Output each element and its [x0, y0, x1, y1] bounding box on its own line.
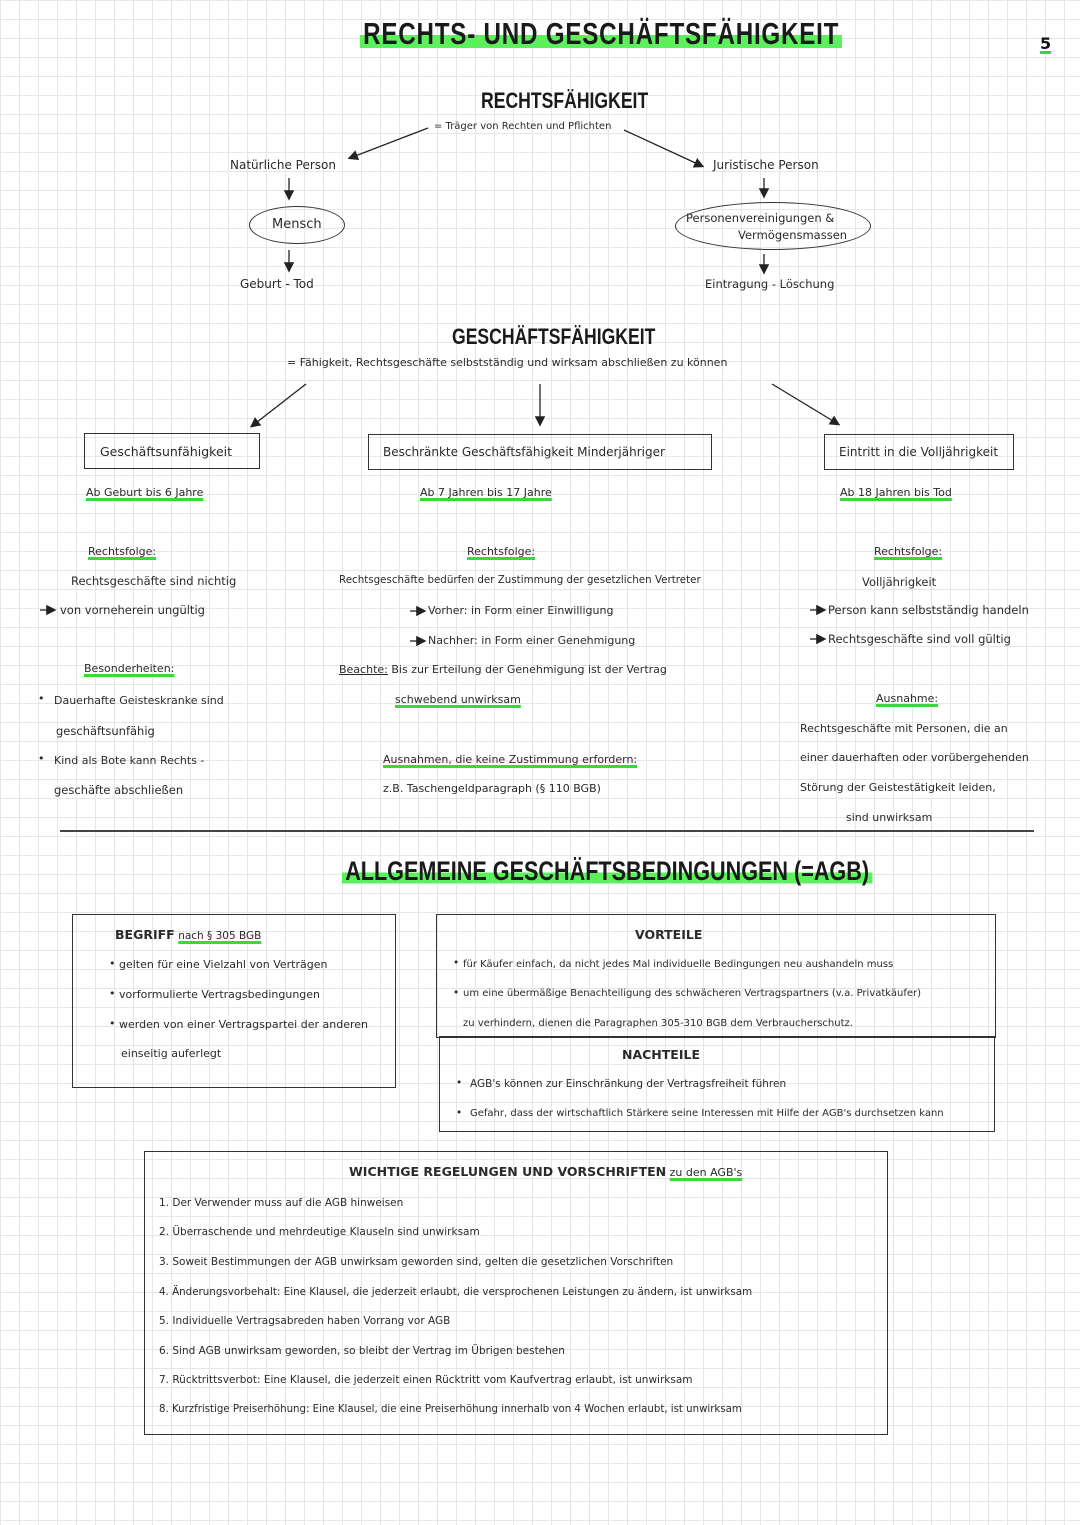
age-volljaehrig: Ab 18 Jahren bis Tod	[840, 486, 952, 499]
col3-ausnahme-line-3: Störung der Geistestätigkeit leiden,	[800, 781, 996, 794]
arrow-to-geschaeftsunfaehigkeit	[249, 383, 307, 428]
col1-rf-line-1: Rechtsgeschäfte sind nichtig	[71, 574, 237, 588]
arrow-to-volljaehrigkeit	[771, 383, 841, 426]
arrow-to-natuerliche-person	[347, 127, 429, 161]
col3-rechtsfolge-label: Rechtsfolge:	[874, 545, 943, 558]
rechtsfaehigkeit-definition: = Träger von Rechten und Pflichten	[434, 121, 612, 132]
agb-heading-text: ALLGEMEINE GESCHÄFTSBEDINGUNGEN (=AGB)	[342, 856, 873, 886]
col2-beachte-text: Bis zur Erteilung der Genehmigung ist de…	[391, 663, 667, 676]
regel-item-5: 5. Individuelle Vertragsabreden haben Vo…	[159, 1315, 451, 1327]
personenvereinigungen-ellipse	[675, 202, 871, 250]
natuerliche-person-label: Natürliche Person	[230, 158, 336, 172]
age-beschraenkt: Ab 7 Jahren bis 17 Jahre	[420, 486, 552, 499]
page-title-text: RECHTS- UND GESCHÄFTSFÄHIGKEIT	[360, 16, 843, 51]
col3-rf-line-1: Volljährigkeit	[862, 575, 937, 589]
vorteile-bullet-2: •	[453, 987, 460, 999]
begriff-bullet-3: •	[109, 1017, 116, 1030]
mensch-label: Mensch	[272, 217, 322, 232]
nachteile-item-2: Gefahr, dass der wirtschaftlich Stärkere…	[470, 1108, 944, 1119]
volljaehrigkeit-box: Eintritt in die Volljährigkeit	[824, 434, 1014, 470]
regel-item-8: 8. Kurzfristige Preiserhöhung: Eine Klau…	[159, 1404, 742, 1415]
col1-bes-1-line-2: geschäftsunfähig	[56, 724, 155, 738]
begriff-bullet-1: •	[109, 957, 116, 970]
col1-bes-2-line-1: Kind als Bote kann Rechts -	[54, 754, 205, 767]
vorteile-box: VORTEILE • für Käufer einfach, da nicht …	[436, 914, 996, 1038]
geschaeftsfaehigkeit-heading: GESCHÄFTSFÄHIGKEIT	[452, 324, 656, 349]
begriff-ref: nach § 305 BGB	[178, 930, 262, 942]
col1-bes-bullet-2: •	[38, 752, 45, 765]
geburt-tod-label: Geburt - Tod	[240, 277, 314, 291]
col1-bes-bullet-1: •	[38, 692, 45, 705]
beschraenkte-gf-label: Beschränkte Geschäftsfähigkeit Minderjäh…	[383, 445, 665, 459]
regelungen-label: WICHTIGE REGELUNGEN UND VORSCHRIFTEN	[349, 1164, 667, 1179]
regel-item-1: 1. Der Verwender muss auf die AGB hinwei…	[159, 1197, 404, 1209]
nachteile-bullet-1: •	[456, 1077, 463, 1089]
geschaeftsunfaehigkeit-box: Geschäftsunfähigkeit	[84, 433, 260, 469]
begriff-bullet-2: •	[109, 987, 116, 1000]
col2-rechtsfolge-label: Rechtsfolge:	[467, 545, 536, 558]
volljaehrigkeit-label: Eintritt in die Volljährigkeit	[839, 445, 999, 459]
begriff-item-1: gelten für eine Vielzahl von Verträgen	[119, 958, 328, 971]
col3-ausnahme-line-1: Rechtsgeschäfte mit Personen, die an	[800, 722, 1008, 735]
page-number: 5	[1040, 34, 1052, 53]
agb-heading: ALLGEMEINE GESCHÄFTSBEDINGUNGEN (=AGB)	[342, 856, 873, 887]
col1-besonderheiten-label: Besonderheiten:	[84, 662, 175, 675]
page-title: RECHTS- UND GESCHÄFTSFÄHIGKEIT	[360, 16, 843, 52]
geschaeftsunfaehigkeit-label: Geschäftsunfähigkeit	[100, 444, 233, 459]
geschaeftsfaehigkeit-definition: = Fähigkeit, Rechtsgeschäfte selbstständ…	[287, 356, 728, 369]
begriff-label: BEGRIFF	[115, 927, 175, 942]
begriff-heading: BEGRIFF nach § 305 BGB	[115, 927, 261, 942]
begriff-item-2: vorformulierte Vertragsbedingungen	[119, 988, 321, 1001]
regel-item-3: 3. Soweit Bestimmungen der AGB unwirksam…	[159, 1256, 674, 1268]
begriff-item-4: einseitig auferlegt	[121, 1047, 222, 1060]
col2-beachte-label: Beachte:	[339, 663, 388, 676]
col1-rf-line-2: von vorneherein ungültig	[60, 603, 205, 617]
col3-ausnahme-label: Ausnahme:	[876, 692, 939, 705]
beschraenkte-gf-box: Beschränkte Geschäftsfähigkeit Minderjäh…	[368, 434, 712, 470]
juristische-person-label: Juristische Person	[713, 158, 819, 172]
regel-item-2: 2. Überraschende und mehrdeutige Klausel…	[159, 1226, 480, 1238]
begriff-item-3: werden von einer Vertragspartei der ande…	[119, 1018, 368, 1031]
col3-ausnahme-line-2: einer dauerhaften oder vorübergehenden	[800, 751, 1029, 764]
vorteile-item-3: zu verhindern, dienen die Paragraphen 30…	[463, 1018, 853, 1029]
vermoegensmassen-label: Vermögensmassen	[738, 228, 848, 242]
nachteile-item-1: AGB's können zur Einschränkung der Vertr…	[470, 1078, 787, 1090]
col1-bes-2-line-2: geschäfte abschließen	[54, 783, 184, 797]
begriff-box: BEGRIFF nach § 305 BGB • gelten für eine…	[72, 914, 396, 1088]
nachteile-box: NACHTEILE • AGB's können zur Einschränku…	[439, 1036, 995, 1132]
arrow-to-juristische-person	[623, 129, 705, 168]
col2-beachte: Beachte: Bis zur Erteilung der Genehmigu…	[339, 663, 667, 676]
col2-schwebend: schwebend unwirksam	[395, 693, 521, 706]
col3-rf-line-3: Rechtsgeschäfte sind voll gültig	[828, 632, 1011, 646]
regelungen-box: WICHTIGE REGELUNGEN UND VORSCHRIFTEN zu …	[144, 1151, 888, 1435]
age-geschaeftsunfaehig: Ab Geburt bis 6 Jahre	[86, 486, 204, 499]
vorteile-bullet-1: •	[453, 957, 460, 969]
mensch-ellipse	[249, 206, 345, 244]
col3-ausnahme-line-4: sind unwirksam	[846, 811, 933, 824]
col2-rf-line-3: Nachher: in Form einer Genehmigung	[428, 634, 636, 647]
regel-item-4: 4. Änderungsvorbehalt: Eine Klausel, die…	[159, 1286, 753, 1298]
col2-rf-line-2: Vorher: in Form einer Einwilligung	[428, 604, 614, 617]
col2-ausnahmen-label: Ausnahmen, die keine Zustimmung erforder…	[383, 753, 638, 766]
col2-rf-line-1: Rechtsgeschäfte bedürfen der Zustimmung …	[339, 574, 701, 586]
regel-item-6: 6. Sind AGB unwirksam geworden, so bleib…	[159, 1345, 565, 1357]
nachteile-bullet-2: •	[456, 1107, 463, 1119]
vorteile-item-2: um eine übermäßige Benachteiligung des s…	[463, 988, 922, 999]
vorteile-label: VORTEILE	[635, 927, 703, 942]
regel-item-7: 7. Rücktrittsverbot: Eine Klausel, die j…	[159, 1374, 693, 1386]
personenvereinigungen-label: Personenvereinigungen &	[686, 211, 835, 225]
col2-ausnahmen-text: z.B. Taschengeldparagraph (§ 110 BGB)	[383, 782, 601, 795]
rechtsfaehigkeit-heading: RECHTSFÄHIGKEIT	[481, 88, 649, 113]
eintragung-loeschung-label: Eintragung - Löschung	[705, 277, 835, 291]
vorteile-item-1: für Käufer einfach, da nicht jedes Mal i…	[463, 959, 894, 970]
col1-bes-1-line-1: Dauerhafte Geisteskranke sind	[54, 694, 224, 707]
col3-rf-line-2: Person kann selbstständig handeln	[828, 603, 1029, 617]
regelungen-heading: WICHTIGE REGELUNGEN UND VORSCHRIFTEN zu …	[349, 1164, 742, 1179]
col1-rechtsfolge-label: Rechtsfolge:	[88, 545, 157, 558]
nachteile-label: NACHTEILE	[622, 1047, 700, 1062]
regelungen-label-suffix: zu den AGB's	[669, 1166, 743, 1179]
section-divider	[60, 830, 1034, 832]
